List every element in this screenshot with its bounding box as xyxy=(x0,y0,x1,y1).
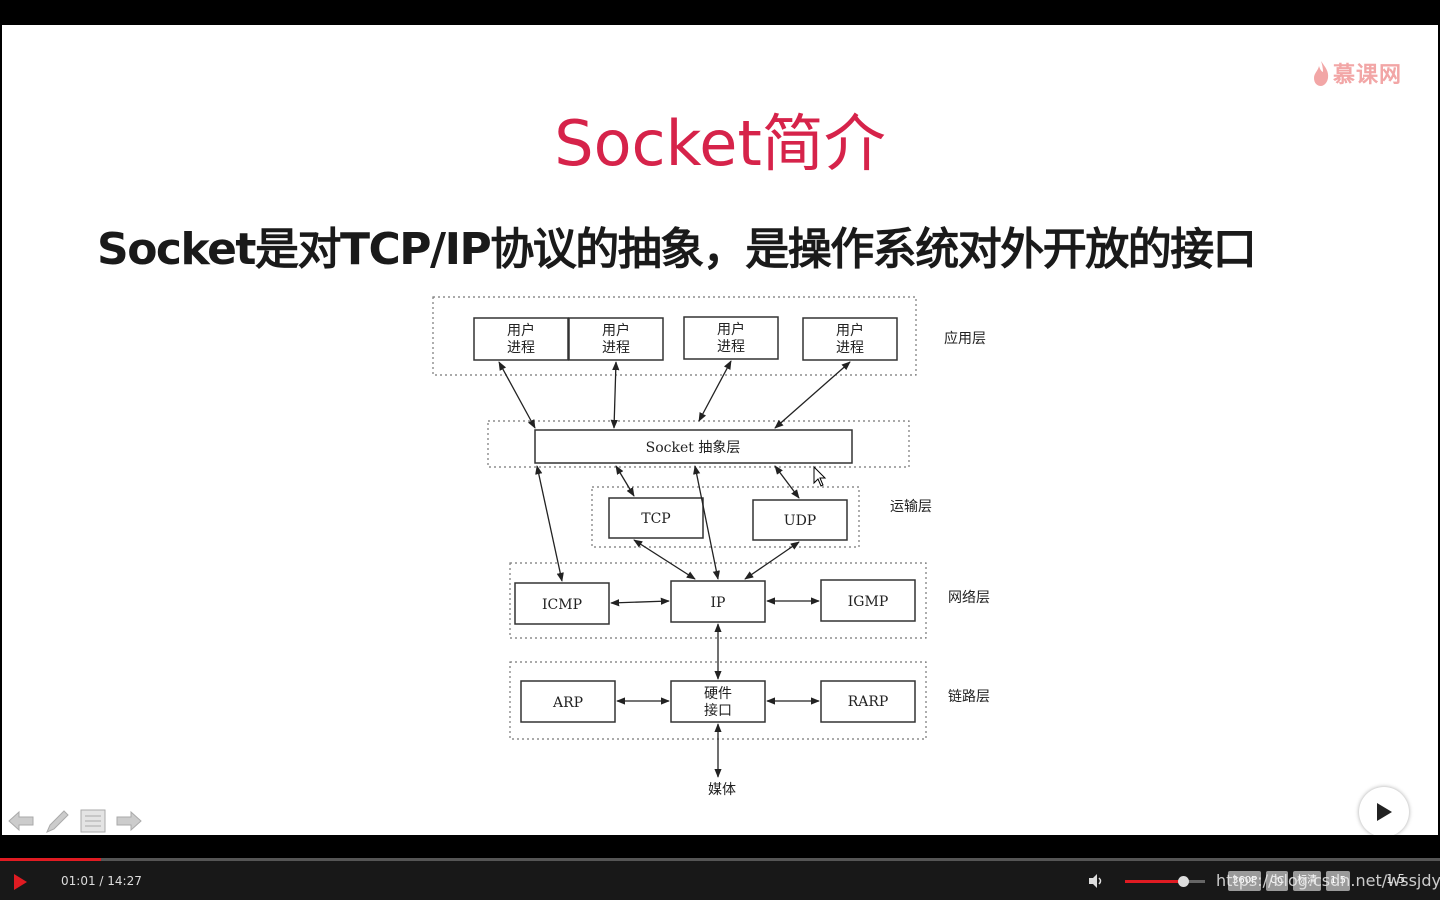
media-label: 媒体 xyxy=(708,782,736,798)
play-button[interactable] xyxy=(10,872,30,892)
rarp-box: RARP xyxy=(820,680,916,723)
svg-text:硬件: 硬件 xyxy=(704,686,732,702)
user-process-box: 用户 进程 xyxy=(473,317,569,361)
url-watermark: https://blog.csdn.net/wssjdysf1 xyxy=(1216,871,1440,890)
pen-tool-icon[interactable] xyxy=(42,807,72,835)
flame-icon xyxy=(1313,61,1329,86)
slide: 慕课网 Socket简介 Socket是对TCP/IP协议的抽象，是操作系统对外… xyxy=(2,25,1438,835)
hardware-interface-box: 硬件 接口 xyxy=(670,680,766,723)
brand-logo: 慕课网 xyxy=(1311,57,1402,89)
svg-text:接口: 接口 xyxy=(704,702,732,719)
volume-knob[interactable] xyxy=(1177,876,1189,887)
svg-text:Socket 抽象层: Socket 抽象层 xyxy=(646,440,741,456)
slide-title: Socket简介 xyxy=(554,107,886,180)
transport-layer-label: 运输层 xyxy=(890,499,932,515)
ip-box: IP xyxy=(670,580,766,623)
svg-text:进程: 进程 xyxy=(717,339,745,355)
quality-button[interactable]: 360P xyxy=(1228,871,1262,891)
top-letterbox xyxy=(0,0,1440,25)
brand-name: 慕课网 xyxy=(1332,63,1402,88)
igmp-box: IGMP xyxy=(820,579,916,622)
application-layer-label: 应用层 xyxy=(944,330,986,347)
svg-text:UDP: UDP xyxy=(784,513,816,529)
user-process-box: 用户 进程 xyxy=(683,316,779,360)
video-player-bar: 01:01 / 14:27 360P CC 标清 1.5 1.5 https:/… xyxy=(0,858,1440,900)
socket-abstraction-box: Socket 抽象层 xyxy=(534,429,853,464)
svg-text:进程: 进程 xyxy=(602,340,630,356)
slide-nav xyxy=(6,807,144,835)
svg-text:IGMP: IGMP xyxy=(848,594,888,610)
mouse-cursor-icon xyxy=(813,465,827,487)
application-layer-frame xyxy=(432,296,917,376)
volume-slider[interactable] xyxy=(1125,876,1205,887)
svg-text:用户: 用户 xyxy=(836,322,864,339)
playback-speed[interactable]: 1.5 xyxy=(1386,872,1406,886)
slide-subtitle: Socket是对TCP/IP协议的抽象，是操作系统对外开放的接口 xyxy=(97,224,1257,275)
definition-button[interactable]: 标清 xyxy=(1293,871,1322,891)
udp-box: UDP xyxy=(752,499,848,541)
play-overlay-button[interactable] xyxy=(1359,787,1409,835)
user-process-box: 用户 进程 xyxy=(568,317,664,361)
time-display: 01:01 / 14:27 xyxy=(61,874,142,888)
tcp-box: TCP xyxy=(608,497,704,539)
transport-layer-frame xyxy=(591,486,860,548)
diagram-arrows xyxy=(498,360,851,778)
next-slide-button[interactable] xyxy=(114,807,144,835)
slide-menu-icon[interactable] xyxy=(78,807,108,835)
icmp-box: ICMP xyxy=(514,582,610,625)
svg-text:用户: 用户 xyxy=(717,321,745,338)
svg-text:进程: 进程 xyxy=(836,340,864,356)
caption-button[interactable]: CC xyxy=(1266,871,1289,891)
svg-text:TCP: TCP xyxy=(641,511,670,527)
svg-text:用户: 用户 xyxy=(602,322,630,339)
svg-text:RARP: RARP xyxy=(848,694,889,710)
user-process-box: 用户 进程 xyxy=(802,317,898,361)
previous-slide-button[interactable] xyxy=(6,807,36,835)
socket-layer-frame xyxy=(487,420,910,468)
tcpip-architecture-diagram: 用户 进程 用户 进程 用户 进程 用户 进程 Socket 抽象层 TCP xyxy=(432,296,990,798)
playback-rate-chip[interactable]: 1.5 xyxy=(1326,871,1350,891)
bottom-letterbox xyxy=(0,835,1440,860)
progress-fill xyxy=(0,858,101,861)
arp-box: ARP xyxy=(520,680,616,723)
svg-text:进程: 进程 xyxy=(507,340,535,356)
svg-text:ARP: ARP xyxy=(552,695,583,711)
network-layer-label: 网络层 xyxy=(948,590,990,606)
link-layer-label: 链路层 xyxy=(948,689,990,705)
player-controls: 360P CC 标清 1.5 xyxy=(1228,871,1350,891)
svg-text:用户: 用户 xyxy=(507,322,535,339)
svg-text:ICMP: ICMP xyxy=(542,597,582,613)
svg-text:IP: IP xyxy=(711,595,726,611)
volume-icon[interactable] xyxy=(1087,872,1105,890)
progress-bar[interactable] xyxy=(0,858,1440,861)
volume-fill xyxy=(1125,880,1183,883)
play-icon xyxy=(1377,803,1392,821)
